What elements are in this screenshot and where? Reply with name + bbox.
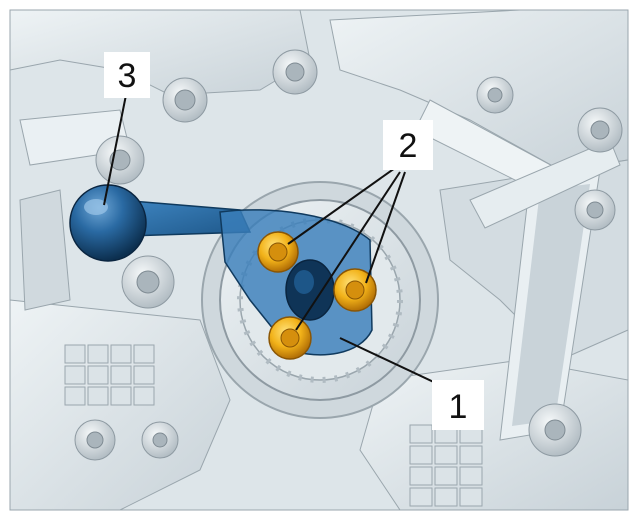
callout-1-label: 1 xyxy=(449,388,468,426)
casting-boss-left-lower xyxy=(121,255,175,309)
casting-grid-left xyxy=(64,344,155,406)
casting-boss-right-top xyxy=(577,107,623,153)
engine-casting xyxy=(9,9,629,511)
casting-boss-upper-center xyxy=(272,49,318,95)
leader-line-2-to-bolt-bottom xyxy=(295,171,401,331)
callout-1: 1 xyxy=(432,380,484,430)
bolt-right xyxy=(333,268,377,312)
callout-3-label: 3 xyxy=(118,57,137,95)
leader-line-2-to-bolt-right xyxy=(365,171,406,284)
casting-boss-right-mid xyxy=(574,189,616,231)
casting-boss-right-low xyxy=(528,403,582,457)
callout-3: 3 xyxy=(104,52,150,98)
leader-line-3 xyxy=(103,94,127,206)
casting-boss-top-left xyxy=(162,77,208,123)
bolt-top xyxy=(257,231,299,273)
bolt-bottom xyxy=(268,316,312,360)
casting-boss-left xyxy=(95,135,145,185)
casting-boss-top-right xyxy=(476,76,514,114)
callout-2-label: 2 xyxy=(399,127,418,165)
leader-line-2-to-bolt-top xyxy=(287,167,396,245)
casting-boss-bottom-left xyxy=(74,419,179,461)
leader-lines xyxy=(103,94,441,386)
leader-line-1 xyxy=(339,337,441,386)
callout-2: 2 xyxy=(383,120,433,170)
